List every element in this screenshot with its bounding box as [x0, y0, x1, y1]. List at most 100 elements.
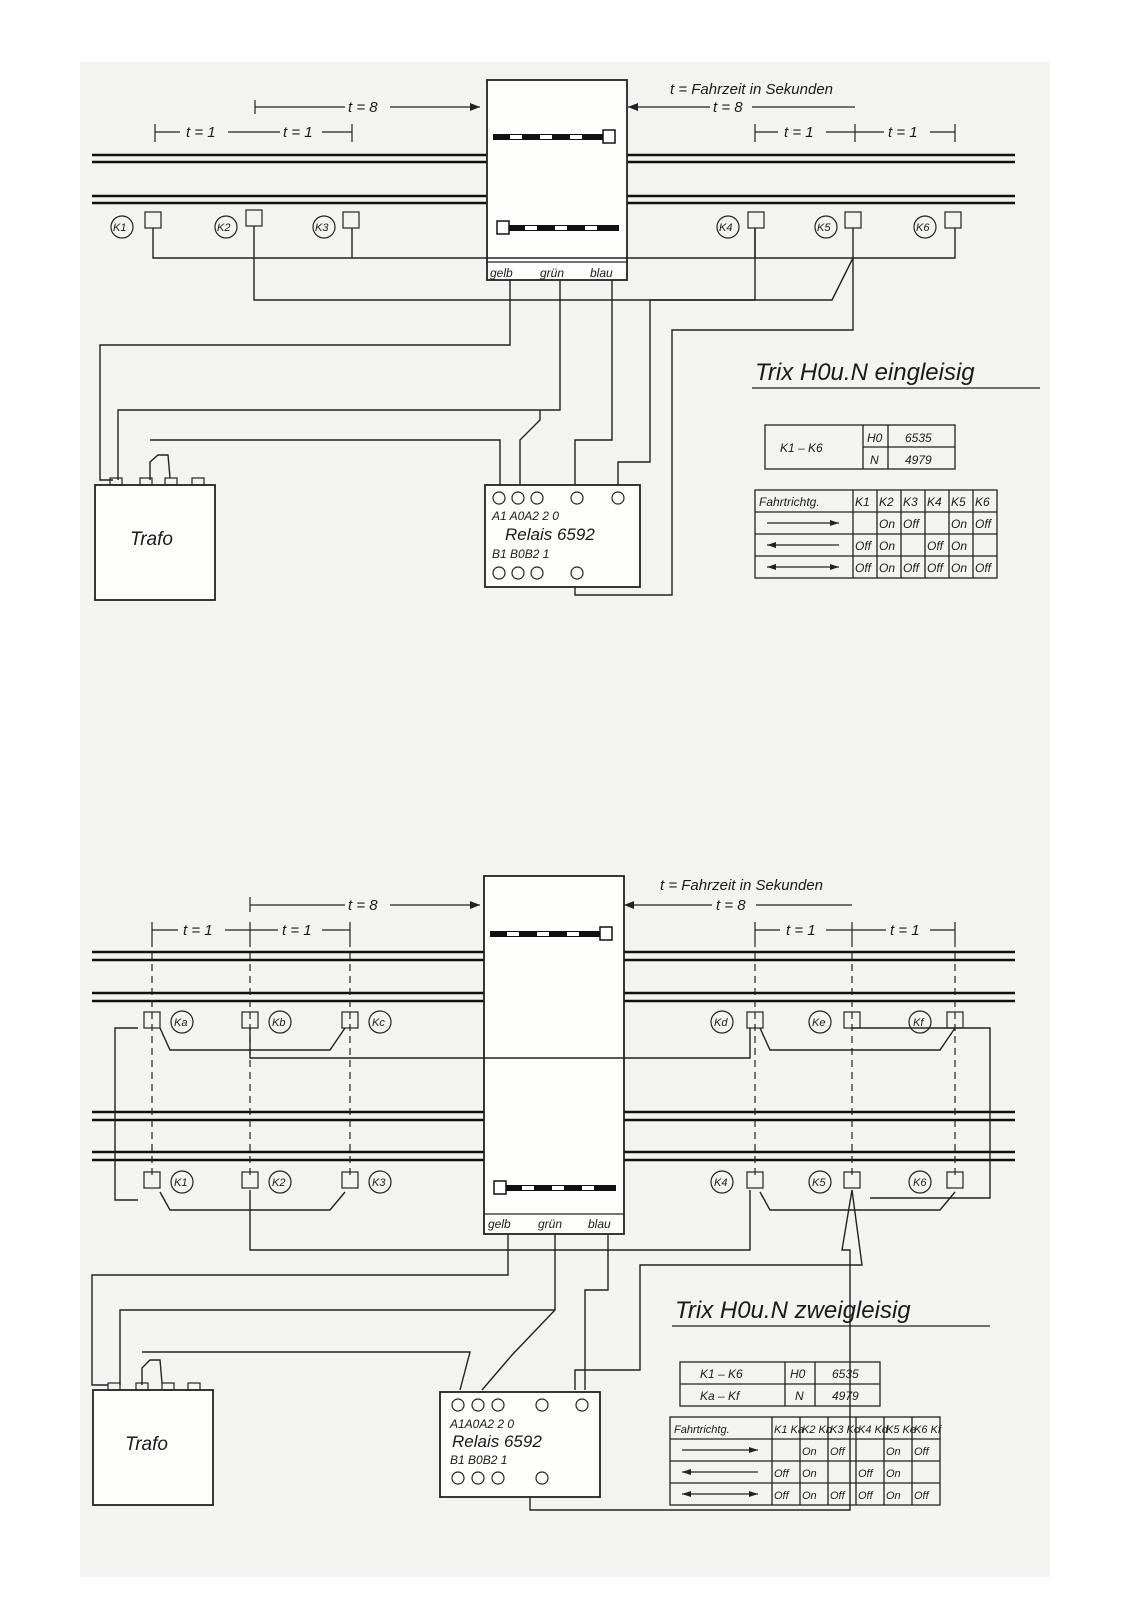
bottom-dir-table-cell-r2-c4: On: [886, 1490, 901, 1502]
bottom-parts-table: K1 – K6 Ka – Kf H0 6535 N 4979: [679, 1361, 881, 1407]
bottom-contact-kf-label: Kf: [913, 1017, 924, 1029]
bottom-contact-ke-label: Ke: [812, 1017, 825, 1029]
top-parts-h0-num: 6535: [905, 431, 932, 445]
bottom-contact-k5: K5: [808, 1170, 861, 1194]
top-dir-table-cell-r0-c1: On: [879, 517, 895, 531]
top-dim-long-left: t = 8: [348, 99, 378, 116]
top-dir-table-cell-r1-c1: On: [879, 539, 895, 553]
top-contact-k3: K3: [312, 211, 360, 239]
bottom-legend: t = Fahrzeit in Sekunden: [660, 877, 823, 894]
top-dir-table-cell-r1-c3: Off: [927, 539, 945, 553]
top-dim-long-right: t = 8: [713, 99, 743, 116]
paper-background: [80, 62, 1050, 1577]
top-dir-table-cell-r2-c5: Off: [975, 561, 993, 575]
top-contact-k1: K1: [110, 211, 162, 239]
bottom-dir-table-cell-r2-c1: On: [802, 1490, 817, 1502]
top-dir-table-cell-r0-c4: On: [951, 517, 967, 531]
bottom-dir-table-header-1: K1 Ka: [774, 1424, 804, 1436]
top-dir-table-cell-r0-c2: Off: [903, 517, 921, 531]
bottom-contact-ka-label: Ka: [174, 1017, 187, 1029]
top-dim-short-4: t = 1: [888, 124, 918, 141]
bottom-dashed-links: [151, 940, 956, 1180]
top-contact-k5-label: K5: [817, 222, 831, 234]
bottom-contact-kd: Kd: [710, 1010, 764, 1034]
top-dir-table-header-3: K3: [903, 495, 918, 509]
bottom-dir-table-header-0: Fahrtrichtg.: [674, 1424, 730, 1436]
top-dir-table-cell-r2-c0: Off: [855, 561, 873, 575]
bottom-wire-gelb: gelb: [488, 1217, 511, 1231]
bottom-contact-k2: K2: [241, 1170, 292, 1194]
bottom-contact-k1-label: K1: [174, 1177, 187, 1189]
top-parts-n: N: [870, 453, 879, 467]
bottom-relais-name: Relais 6592: [452, 1432, 542, 1451]
bottom-parts-n-num: 4979: [832, 1389, 859, 1403]
bottom-parts-range-1: K1 – K6: [700, 1367, 743, 1381]
top-contact-k2-label: K2: [217, 222, 230, 234]
bottom-parts-h0-num: 6535: [832, 1367, 859, 1381]
top-trafo: Trafo: [94, 477, 216, 601]
top-relais-name: Relais 6592: [505, 525, 595, 544]
bottom-barrier-lower: [493, 1180, 616, 1195]
top-dimensions: t = 8 t = 8 t = 1 t = 1 t = 1 t = 1: [154, 99, 956, 142]
bottom-contact-ka: Ka: [143, 1010, 194, 1034]
top-dir-table-header-6: K6: [975, 495, 990, 509]
bottom-contact-k3: K3: [341, 1170, 392, 1194]
top-dir-table-cell-r2-c1: On: [879, 561, 895, 575]
top-dir-table-header-2: K2: [879, 495, 894, 509]
top-dir-table-cell-r2-c4: On: [951, 561, 967, 575]
bottom-contact-kc: Kc: [341, 1010, 392, 1034]
top-wiring: [99, 226, 956, 596]
top-trafo-label: Trafo: [130, 529, 173, 550]
bottom-relais-top-pins: A1A0A2 2 0: [449, 1417, 514, 1431]
bottom-parts-h0: H0: [790, 1367, 806, 1381]
top-legend: t = Fahrzeit in Sekunden: [670, 81, 833, 98]
bottom-dir-table-header-6: K6 Kf: [914, 1424, 942, 1436]
bottom-contact-k2-label: K2: [272, 1177, 285, 1189]
top-dir-table-cell-r2-c3: Off: [927, 561, 945, 575]
bottom-dir-table-cell-r0-c1: On: [802, 1446, 817, 1458]
bottom-contact-kd-label: Kd: [714, 1017, 728, 1029]
bottom-trafo-label: Trafo: [125, 1434, 168, 1455]
bottom-dir-table-cell-r1-c0: Off: [774, 1468, 790, 1480]
top-contact-k2: K2: [214, 209, 263, 239]
top-dir-table-header-1: K1: [855, 495, 870, 509]
bottom-wire-blau: blau: [588, 1217, 611, 1231]
bottom-dir-table-cell-r2-c2: Off: [830, 1490, 846, 1502]
bottom-relais: A1A0A2 2 0 Relais 6592 B1 B0B2 1: [439, 1391, 601, 1498]
bottom-dim-short-1: t = 1: [183, 922, 213, 939]
top-parts-table: K1 – K6 H0 6535 N 4979: [764, 424, 956, 470]
top-relais-bottom-pins: B1 B0B2 1: [492, 547, 549, 561]
bottom-contact-kb-label: Kb: [272, 1017, 285, 1029]
bottom-dir-table-cell-r1-c4: On: [886, 1468, 901, 1480]
bottom-dir-table-header-4: K4 Kd: [858, 1424, 889, 1436]
bottom-dir-table-direction-arrow-left-icon: [682, 1469, 758, 1475]
top-barrier-lower: [496, 220, 619, 235]
top-wire-blau: blau: [590, 266, 613, 280]
bottom-dir-table-header-2: K2 Kb: [802, 1424, 832, 1436]
top-dir-table-cell-r1-c4: On: [951, 539, 967, 553]
top-contact-k6: K6: [913, 211, 962, 239]
bottom-contact-k6-label: K6: [913, 1177, 927, 1189]
top-dir-table-direction-arrow-left-icon: [767, 542, 839, 548]
bottom-dir-table-header-3: K3 Kc: [830, 1424, 860, 1436]
bottom-dir-table-cell-r2-c5: Off: [914, 1490, 930, 1502]
top-dir-table-cell-r2-c2: Off: [903, 561, 921, 575]
top-contact-k4: K4: [716, 211, 765, 239]
bottom-dim-short-3: t = 1: [786, 922, 816, 939]
top-relais: A1 A0A2 2 0 Relais 6592 B1 B0B2 1: [484, 484, 641, 588]
bottom-dim-short-4: t = 1: [890, 922, 920, 939]
top-contact-k6-label: K6: [916, 222, 930, 234]
bottom-dim-long-right: t = 8: [716, 897, 746, 914]
bottom-dir-table-cell-r0-c4: On: [886, 1446, 901, 1458]
bottom-contact-k4: K4: [710, 1170, 764, 1194]
bottom-dir-table-cell-r0-c5: Off: [914, 1446, 930, 1458]
bottom-dir-table-header-5: K5 Ke: [886, 1424, 916, 1436]
top-dim-short-3: t = 1: [784, 124, 814, 141]
bottom-parts-n: N: [795, 1389, 804, 1403]
bottom-wiring: [91, 1027, 991, 1511]
bottom-contact-kc-label: Kc: [372, 1017, 385, 1029]
top-dir-table-header-0: Fahrtrichtg.: [759, 495, 820, 509]
